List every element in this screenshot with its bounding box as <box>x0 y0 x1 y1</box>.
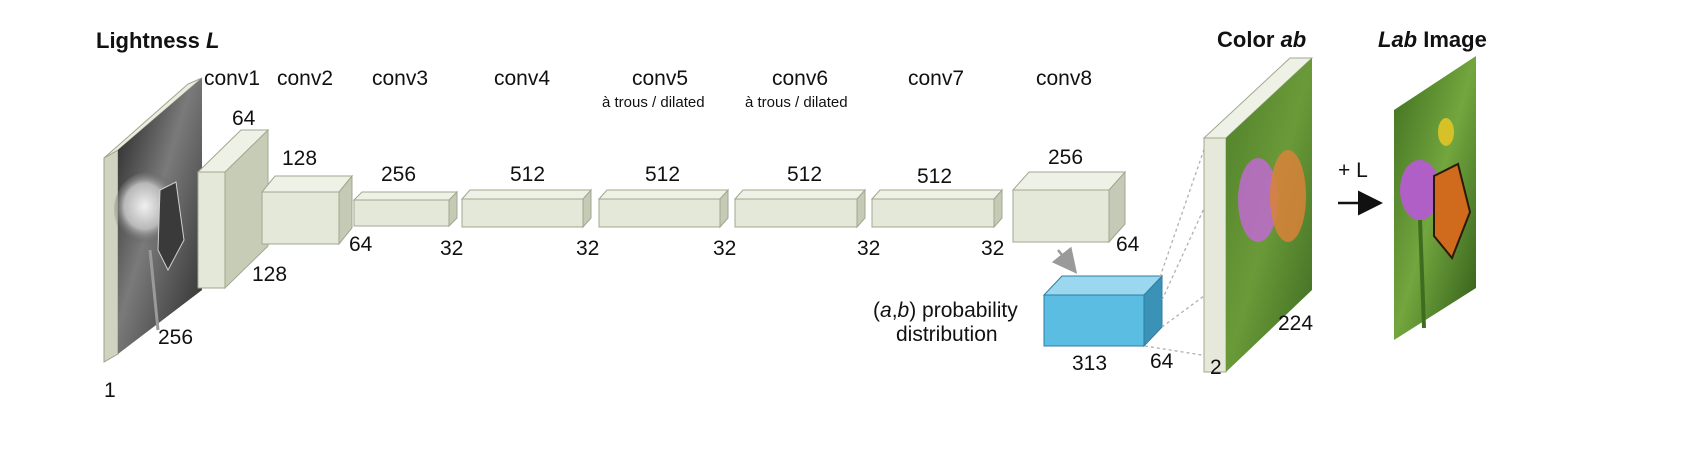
conv8-top <box>1011 171 1127 191</box>
color-ab-block <box>1202 57 1314 373</box>
lightness-title: Lightness L <box>96 28 219 53</box>
conv5-front <box>598 198 721 228</box>
conv7-channels-label: 512 <box>917 165 952 188</box>
conv1-label: conv1 <box>204 67 260 90</box>
probability-distribution-block <box>1042 274 1164 348</box>
conv6-channels-label: 512 <box>787 163 822 186</box>
conv3-size-label: 32 <box>440 237 463 260</box>
lab-image-title-suffix: Image <box>1417 27 1487 52</box>
conv6-block <box>733 188 867 229</box>
probability-label-comma: , <box>892 299 898 322</box>
conv7-size-label: 32 <box>981 237 1004 260</box>
conv8-front <box>1012 189 1110 243</box>
conv4-channels-label: 512 <box>510 163 545 186</box>
probability-bins-label: 313 <box>1072 352 1107 375</box>
ab-orange-region <box>1270 150 1306 242</box>
color-ab-title: Color ab <box>1217 27 1306 52</box>
conv1-size-label: 128 <box>252 263 287 286</box>
conv1-front <box>197 171 226 289</box>
lab-thistle-head <box>1438 118 1454 146</box>
conv8-to-probability-arrow <box>1051 246 1078 274</box>
input-size-label: 256 <box>158 326 193 349</box>
conv4-label: conv4 <box>494 67 550 90</box>
ab-depth-label: 2 <box>1210 356 1222 379</box>
lab-stem <box>1418 219 1426 329</box>
lab-image-title-var: Lab <box>1378 27 1417 52</box>
conv1-channels-label: 64 <box>232 107 256 130</box>
ab-size-label: 224 <box>1278 312 1313 335</box>
probability-label-line2: distribution <box>896 323 998 346</box>
conv4-top <box>460 189 593 200</box>
conv7-front <box>871 198 995 228</box>
conv3-label: conv3 <box>372 67 428 90</box>
conv3-front <box>353 199 450 227</box>
conv8-block <box>1011 170 1127 244</box>
color-ab-title-prefix: Color <box>1217 27 1281 52</box>
lightness-title-prefix: Lightness <box>96 28 206 53</box>
color-ab-front <box>1203 137 1227 373</box>
input-slab-side <box>103 149 119 363</box>
conv3-channels-label: 256 <box>381 163 416 186</box>
conv8-size-label: 64 <box>1116 233 1140 256</box>
conv5-block <box>597 188 730 229</box>
conv3-block <box>352 190 459 228</box>
conv3-top <box>352 191 459 201</box>
color-ab-title-var: ab <box>1281 27 1307 52</box>
conv4-block <box>460 188 593 229</box>
lab-butterfly <box>1433 162 1472 260</box>
conv1-block <box>196 128 270 290</box>
conv8-channels-label: 256 <box>1048 146 1083 169</box>
conv7-top <box>870 189 1004 200</box>
grayscale-butterfly <box>157 181 185 272</box>
conv7-label: conv7 <box>908 67 964 90</box>
probability-top <box>1042 275 1164 296</box>
input-lightness-block <box>103 77 203 363</box>
ab-magenta-region <box>1238 158 1278 242</box>
lab-thistle-flower <box>1400 160 1440 220</box>
conv6-front <box>734 198 858 228</box>
conv4-size-label: 32 <box>576 237 599 260</box>
conv7-block <box>870 188 1004 229</box>
lab-image-title: Lab Image <box>1378 27 1487 52</box>
conv5-channels-label: 512 <box>645 163 680 186</box>
conv2-channels-label: 128 <box>282 147 317 170</box>
grayscale-stem <box>148 249 160 331</box>
conv5-top <box>597 189 730 200</box>
conv4-front <box>461 198 584 228</box>
lab-image-panel <box>1394 56 1476 340</box>
conv2-block <box>260 174 354 246</box>
probability-label-rest: ) probability <box>909 299 1018 322</box>
probability-label-a: a <box>880 299 892 322</box>
probability-label-paren: ( <box>873 299 880 322</box>
input-depth-label: 1 <box>104 379 116 402</box>
conv8-label: conv8 <box>1036 67 1092 90</box>
conv5-label: conv5 <box>632 67 688 90</box>
conv2-label: conv2 <box>277 67 333 90</box>
probability-label-line1: (a,b) probability <box>873 299 1018 322</box>
conv6-dilated-note: à trous / dilated <box>745 94 848 111</box>
conv6-label: conv6 <box>772 67 828 90</box>
conv6-top <box>733 189 867 200</box>
lightness-title-var: L <box>206 28 219 53</box>
conv2-top <box>260 175 354 193</box>
conv5-size-label: 32 <box>713 237 736 260</box>
plus-l-label: + L <box>1338 159 1368 182</box>
probability-label-b: b <box>898 299 910 322</box>
probability-front <box>1043 294 1145 347</box>
projection-line-bottom-1 <box>1144 345 1209 357</box>
conv2-front <box>261 191 340 245</box>
conv2-size-label: 64 <box>349 233 373 256</box>
projection-line-top <box>1159 137 1209 278</box>
conv5-dilated-note: à trous / dilated <box>602 94 705 111</box>
probability-size-label: 64 <box>1150 350 1174 373</box>
conv6-size-label: 32 <box>857 237 880 260</box>
